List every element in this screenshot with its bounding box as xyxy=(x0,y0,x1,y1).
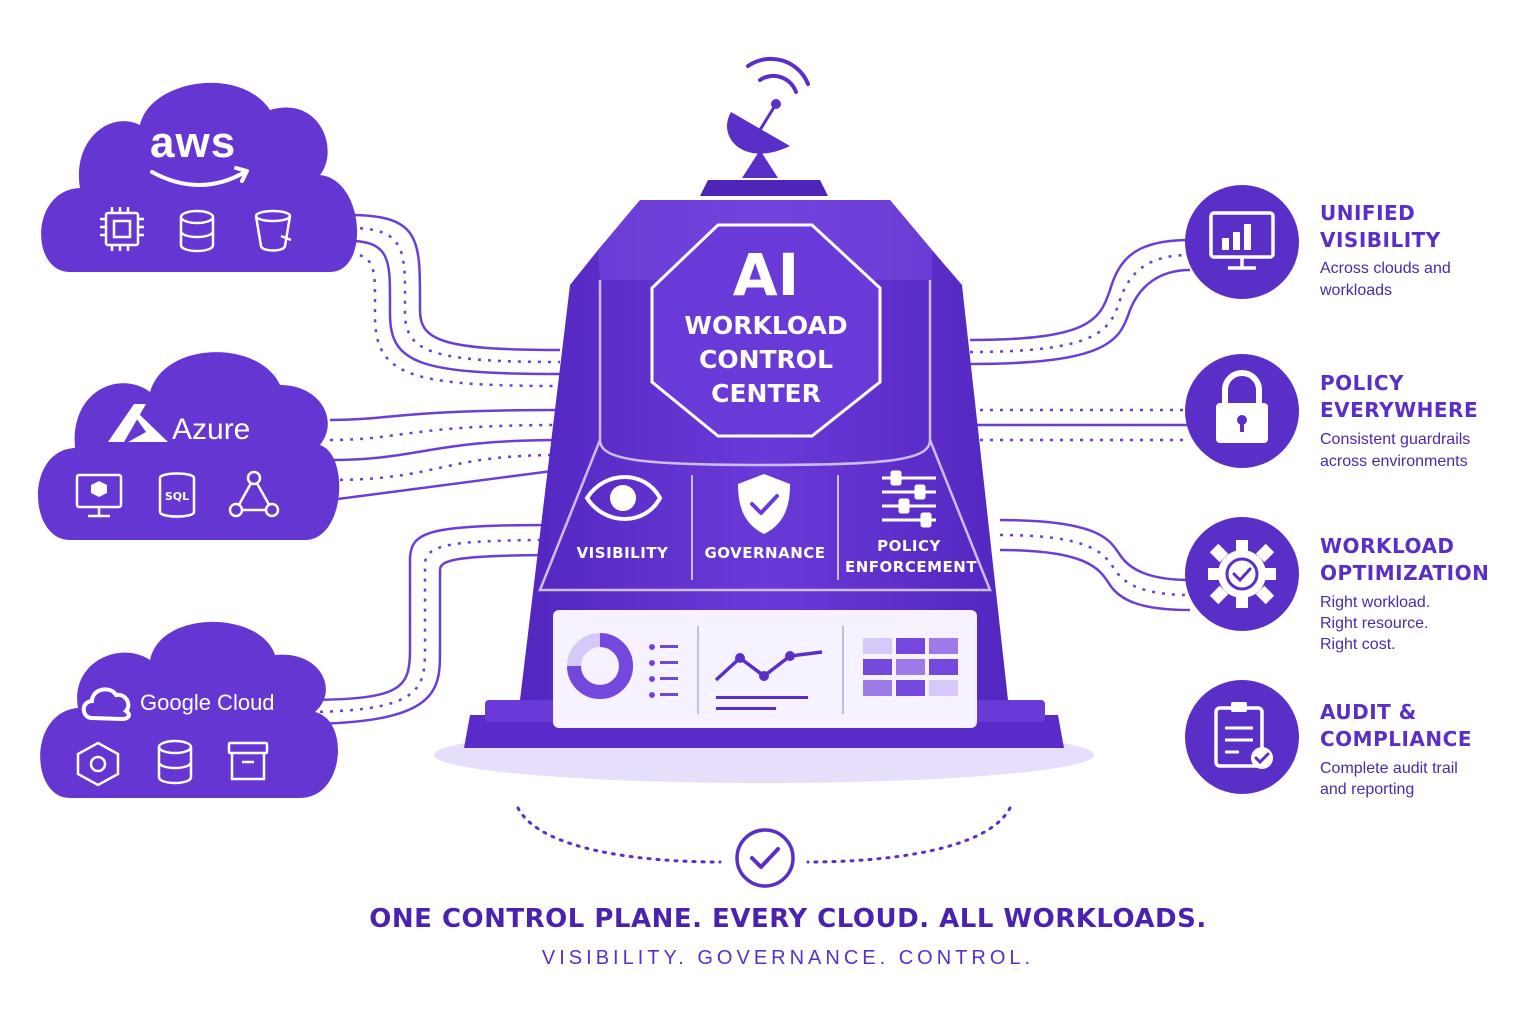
database-icon xyxy=(179,209,215,253)
feature-desc-3c: Right cost. xyxy=(1320,636,1396,653)
google-cloud-logo-icon xyxy=(81,687,131,722)
footer-tagline: VISIBILITY. GOVERNANCE. CONTROL. xyxy=(541,947,1035,969)
feature-title-compliance: COMPLIANCE xyxy=(1320,727,1472,751)
badge-line-center: CENTER xyxy=(711,379,821,408)
line-chart-icon xyxy=(714,650,823,710)
left-connectors xyxy=(299,213,561,726)
sliders-icon xyxy=(882,470,936,528)
feature-desc-3a: Right workload. xyxy=(1320,594,1431,611)
badge-ai: AI xyxy=(732,241,800,309)
right-connectors xyxy=(969,238,1191,612)
cpu-chip-icon xyxy=(100,207,144,251)
aws-cloud xyxy=(41,82,358,272)
feature-title-unified: UNIFIED xyxy=(1320,201,1416,225)
clipboard-check-icon xyxy=(1185,680,1299,794)
heatmap-grid-icon xyxy=(863,638,958,696)
vm-monitor-icon xyxy=(75,473,123,518)
database-icon xyxy=(157,739,193,785)
feature-title-audit: AUDIT & xyxy=(1320,700,1417,724)
aws-label: aws xyxy=(150,118,237,167)
feature-desc-4a: Complete audit trail xyxy=(1320,760,1458,777)
archive-box-icon xyxy=(227,741,269,781)
monitor-chart-icon xyxy=(1185,185,1299,299)
shield-check-icon xyxy=(738,474,790,534)
azure-label: Azure xyxy=(172,413,251,446)
feature-desc-1b: workloads xyxy=(1320,282,1393,299)
feature-title-visibility: VISIBILITY xyxy=(1320,228,1441,252)
check-circle-icon xyxy=(516,806,1012,888)
storage-bucket-icon xyxy=(254,209,292,252)
segment-label-policy: POLICY xyxy=(877,537,941,555)
azure-logo-icon xyxy=(108,404,168,442)
padlock-icon xyxy=(1185,354,1299,468)
amazon-smile-icon xyxy=(150,166,249,187)
feature-desc-3b: Right resource. xyxy=(1320,615,1429,632)
segment-label-enforcement: ENFORCEMENT xyxy=(845,558,978,576)
network-graph-icon xyxy=(228,470,280,518)
segment-label-visibility: VISIBILITY xyxy=(576,544,669,562)
badge-line-workload: WORKLOAD xyxy=(684,311,848,340)
eye-icon xyxy=(584,475,663,521)
segment-label-governance: GOVERNANCE xyxy=(704,544,826,562)
feature-title-workload: WORKLOAD xyxy=(1320,534,1455,558)
google-cloud xyxy=(40,621,338,798)
hexagon-nut-icon xyxy=(76,741,120,787)
gear-check-icon xyxy=(1185,517,1299,631)
feature-desc-2b: across environments xyxy=(1320,453,1468,470)
svg-text:SQL: SQL xyxy=(165,490,189,503)
footer-headline: ONE CONTROL PLANE. EVERY CLOUD. ALL WORK… xyxy=(369,904,1207,934)
satellite-dish-icon xyxy=(727,56,810,178)
feature-title-policy: POLICY xyxy=(1320,371,1405,395)
feature-desc-2a: Consistent guardrails xyxy=(1320,431,1471,448)
donut-chart-icon xyxy=(567,633,678,699)
badge-line-control: CONTROL xyxy=(698,345,833,374)
google-cloud-label: Google Cloud xyxy=(140,690,275,715)
feature-title-optimization: OPTIMIZATION xyxy=(1320,561,1490,585)
feature-desc-1a: Across clouds and xyxy=(1320,260,1451,277)
sql-database-icon: SQL xyxy=(158,472,196,518)
feature-desc-4b: and reporting xyxy=(1320,781,1415,798)
feature-title-everywhere: EVERYWHERE xyxy=(1320,398,1479,422)
azure-cloud: SQL xyxy=(37,352,340,540)
